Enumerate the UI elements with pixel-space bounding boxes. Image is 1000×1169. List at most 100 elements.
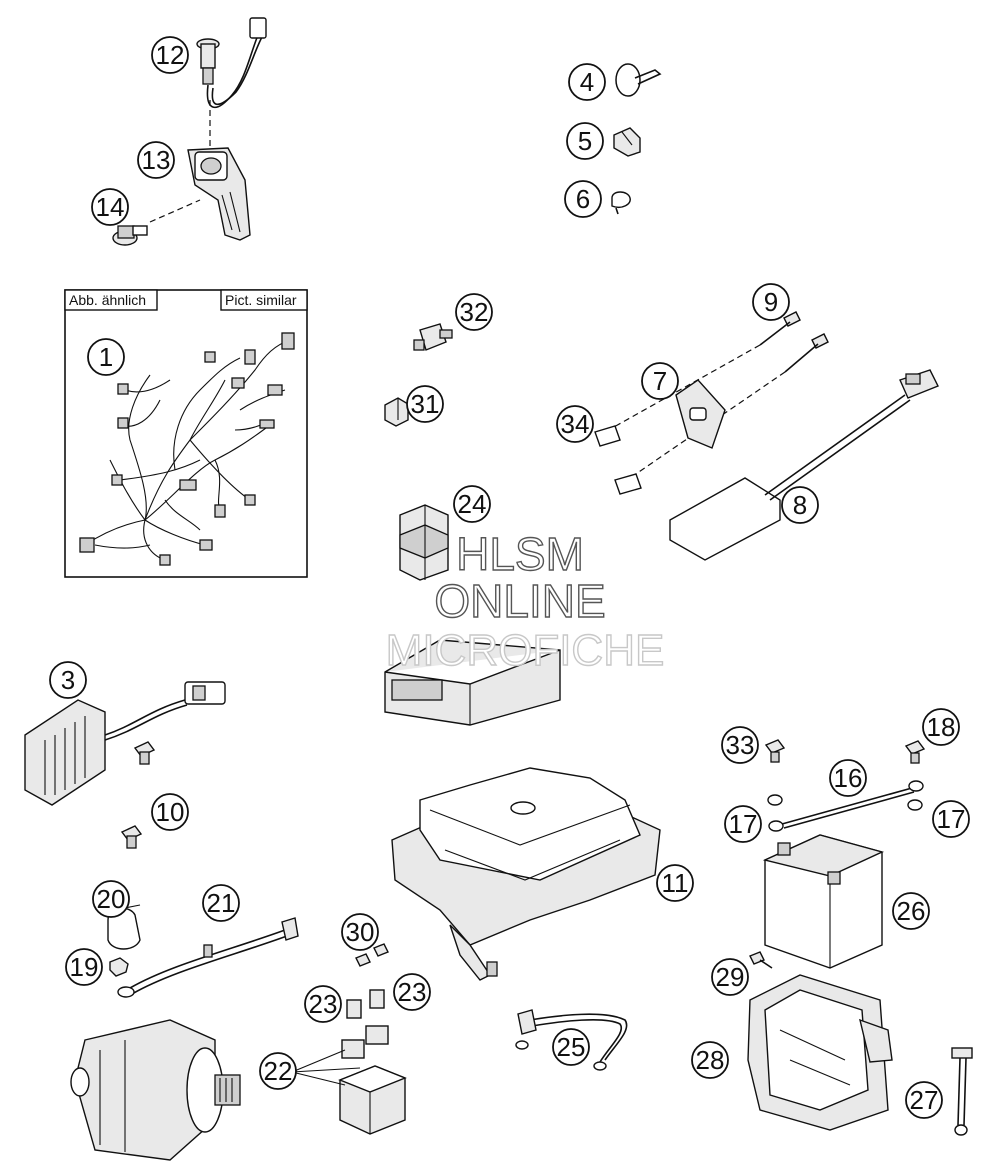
svg-text:22: 22 (264, 1056, 293, 1086)
svg-text:7: 7 (653, 366, 667, 396)
callout-6[interactable]: 6 (564, 180, 602, 218)
callout-17a[interactable]: 17 (724, 805, 762, 843)
part-9-screws (759, 311, 829, 373)
callout-20[interactable]: 20 (92, 880, 130, 918)
part-3-voltage-regulator (24, 681, 226, 806)
part-29-screw (749, 951, 773, 969)
part-6-clamp (611, 191, 631, 215)
part-31-cover-cap (384, 397, 409, 427)
callout-29[interactable]: 29 (711, 958, 749, 996)
svg-text:23: 23 (309, 989, 338, 1019)
callout-18[interactable]: 18 (922, 708, 960, 746)
watermark-line-3: MICROFICHE (386, 626, 665, 675)
starter-motor (70, 1019, 241, 1161)
part-12-connector-lead (196, 17, 267, 109)
svg-text:27: 27 (910, 1085, 939, 1115)
part-23-fuses (346, 989, 385, 1019)
part-11-battery-tray (391, 767, 661, 981)
callout-26[interactable]: 26 (892, 892, 930, 930)
callout-14[interactable]: 14 (91, 188, 129, 226)
part-28-battery-holder (747, 974, 893, 1131)
callout-12[interactable]: 12 (151, 36, 189, 74)
svg-text:9: 9 (764, 287, 778, 317)
callout-28[interactable]: 28 (691, 1041, 729, 1079)
part-7-bracket (675, 379, 726, 449)
svg-text:24: 24 (458, 489, 487, 519)
callout-9[interactable]: 9 (752, 283, 790, 321)
part-32-connector (413, 323, 453, 351)
svg-text:18: 18 (927, 712, 956, 742)
svg-text:34: 34 (561, 409, 590, 439)
callout-11[interactable]: 11 (656, 864, 694, 902)
part-4-cable-tie (615, 63, 662, 97)
callout-27[interactable]: 27 (905, 1081, 943, 1119)
callout-7[interactable]: 7 (641, 362, 679, 400)
part-19-nut (109, 957, 129, 977)
callout-30[interactable]: 30 (341, 913, 379, 951)
callout-34[interactable]: 34 (556, 405, 594, 443)
svg-text:26: 26 (897, 896, 926, 926)
callout-33[interactable]: 33 (721, 726, 759, 764)
part-17-washers (767, 794, 923, 811)
callout-1[interactable]: 1 (87, 338, 125, 376)
callout-4[interactable]: 4 (568, 63, 606, 101)
svg-text:23: 23 (398, 977, 427, 1007)
svg-text:5: 5 (578, 126, 592, 156)
svg-text:20: 20 (97, 884, 126, 914)
callout-24[interactable]: 24 (453, 485, 491, 523)
svg-text:19: 19 (70, 952, 99, 982)
svg-text:28: 28 (696, 1045, 725, 1075)
callout-23a[interactable]: 23 (304, 985, 342, 1023)
svg-text:33: 33 (726, 730, 755, 760)
part-33-bolt (764, 739, 786, 763)
svg-text:16: 16 (834, 763, 863, 793)
watermark: HLSM ONLINE MICROFICHE (385, 527, 665, 675)
svg-text:31: 31 (411, 389, 440, 419)
part-27-strap (951, 1047, 973, 1136)
callout-19[interactable]: 19 (65, 948, 103, 986)
svg-text:1: 1 (99, 342, 113, 372)
callout-32[interactable]: 32 (455, 293, 493, 331)
callout-21[interactable]: 21 (202, 884, 240, 922)
inset-wiring-harness: Abb. ähnlich Pict. similar (64, 289, 308, 578)
callout-8[interactable]: 8 (781, 486, 819, 524)
part-5-clip (613, 127, 641, 157)
callout-16[interactable]: 16 (829, 759, 867, 797)
svg-text:25: 25 (557, 1032, 586, 1062)
part-8-sensor-module (669, 369, 939, 561)
callout-13[interactable]: 13 (137, 141, 175, 179)
part-22-starter-relay (338, 1025, 407, 1135)
callout-5[interactable]: 5 (566, 122, 604, 160)
svg-text:12: 12 (156, 40, 185, 70)
part-21-cable (117, 917, 299, 998)
callout-22-leader-lines (291, 1049, 361, 1086)
svg-text:13: 13 (142, 145, 171, 175)
callout-10[interactable]: 10 (151, 793, 189, 831)
svg-text:30: 30 (346, 917, 375, 947)
assembly-line-14-13 (149, 199, 201, 223)
callout-31[interactable]: 31 (406, 385, 444, 423)
ecu-box (384, 639, 561, 726)
part-10-bolts (120, 741, 156, 849)
svg-text:14: 14 (96, 192, 125, 222)
svg-text:3: 3 (61, 665, 75, 695)
callout-23b[interactable]: 23 (393, 973, 431, 1011)
callout-25[interactable]: 25 (552, 1028, 590, 1066)
part-26-battery (762, 834, 885, 969)
callout-17b[interactable]: 17 (932, 800, 970, 838)
watermark-line-1: HLSM (456, 528, 584, 580)
svg-text:29: 29 (716, 962, 745, 992)
part-14-bolt (112, 225, 148, 246)
callout-3[interactable]: 3 (49, 661, 87, 699)
svg-text:10: 10 (156, 797, 185, 827)
part-25-cable (515, 1009, 628, 1071)
part-16-battery-cable (768, 780, 924, 832)
svg-text:17: 17 (937, 804, 966, 834)
inset-label-english: Pict. similar (225, 292, 297, 308)
callout-22[interactable]: 22 (259, 1052, 297, 1090)
svg-text:6: 6 (576, 184, 590, 214)
part-18-bolt (904, 740, 926, 764)
watermark-line-2: ONLINE (434, 575, 605, 627)
